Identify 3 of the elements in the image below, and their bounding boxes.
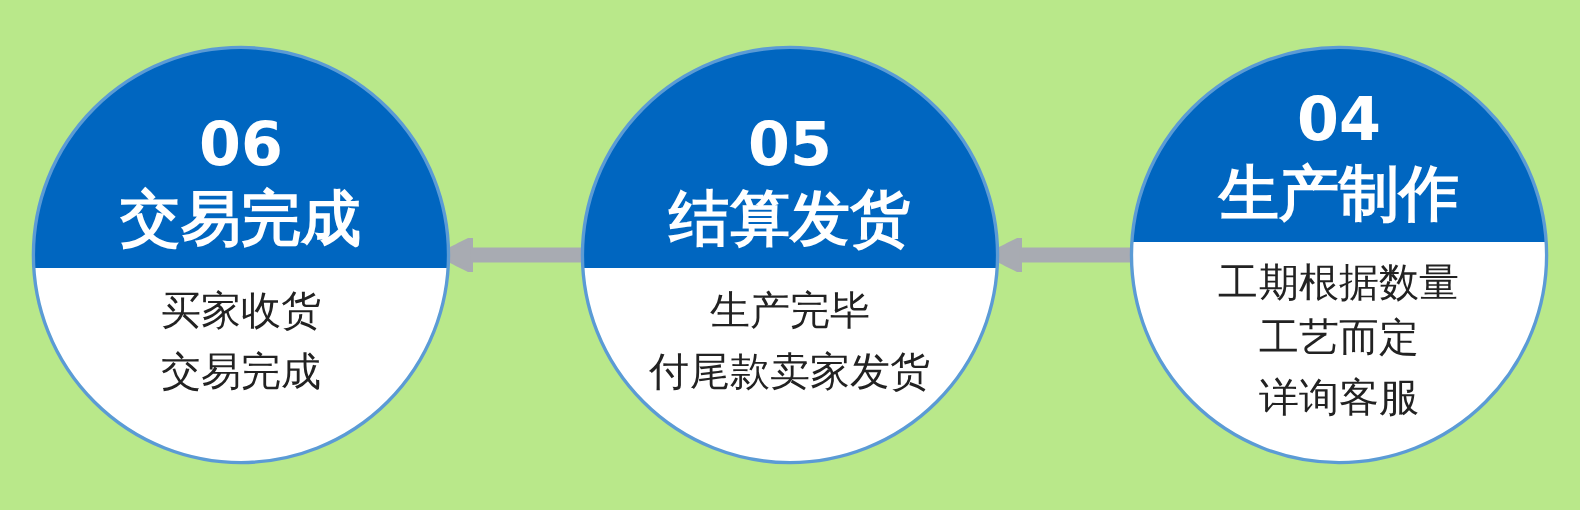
node-circle: 04 生产制作 工期根据数量工艺而定 详询客服: [1129, 45, 1549, 465]
node-circle: 06 交易完成 买家收货 交易完成: [31, 45, 451, 465]
node-circle: 05 结算发货 生产完毕 付尾款卖家发货: [580, 45, 1000, 465]
